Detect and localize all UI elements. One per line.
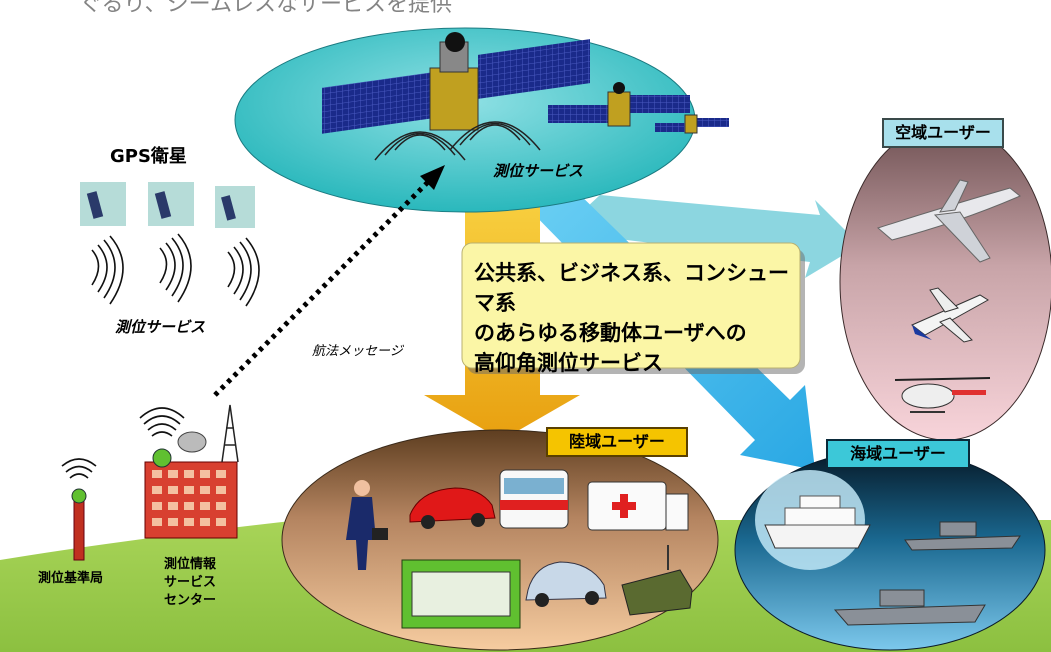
air-users-label: 空域ユーザー: [882, 118, 1004, 148]
military-vehicle-icon: [621, 545, 693, 616]
callout-text: 公共系、ビジネス系、コンシューマ系 のあらゆる移動体ユーザへの 高仰角測位サービ…: [474, 258, 794, 378]
sea-users-label: 海域ユーザー: [826, 439, 970, 469]
train-icon: [401, 559, 521, 629]
service-center-line-2: サービス: [163, 575, 216, 590]
gps-service-label: 測位サービス: [115, 318, 206, 336]
callout-line-1: 公共系、ビジネス系、コンシューマ系: [474, 261, 789, 315]
police-car-icon: [525, 561, 607, 607]
top-caption: ぐるり、シームレスなサービスを提供: [80, 0, 453, 17]
airplane-icon: [876, 179, 1021, 263]
navigation-message-arrow: [213, 165, 445, 397]
bus-icon: [499, 469, 569, 529]
gps-satellite-icons: [80, 182, 255, 228]
service-center-line-3: センター: [163, 593, 216, 608]
service-callout: [461, 242, 805, 374]
reference-station-label: 測位基準局: [38, 571, 104, 586]
satellite-icon-medium: [548, 82, 690, 127]
service-center-line-1: 測位情報: [163, 557, 216, 572]
reference-station-icon: [61, 458, 97, 561]
gps-title: GPS衛星: [110, 146, 187, 167]
callout-line-3: 高仰角測位サービス: [474, 351, 663, 375]
ambulance-icon: [587, 481, 689, 531]
antenna-tower-icon: [221, 404, 239, 463]
helicopter-icon: [894, 377, 991, 413]
jet-icon: [911, 287, 989, 343]
land-users-label: 陸域ユーザー: [546, 427, 688, 457]
callout-line-2: のあらゆる移動体ユーザへの: [474, 321, 747, 345]
navigation-message-label: 航法メッセージ: [312, 344, 403, 359]
satellite-icon-small: [655, 114, 729, 134]
service-center-label: 測位情報 サービス センター: [150, 556, 230, 610]
service-center-building-icon: [139, 407, 238, 539]
businessman-icon: [346, 480, 388, 570]
red-car-icon: [409, 487, 496, 529]
satellite-icon-large: [322, 32, 590, 134]
cruise-ship-icon: [764, 495, 871, 549]
satellite-service-label: 測位サービス: [493, 162, 584, 180]
gps-signal-waves-icon: [91, 233, 260, 307]
signal-waves-icon: [374, 121, 541, 161]
navy-ship-icon: [833, 521, 1021, 626]
